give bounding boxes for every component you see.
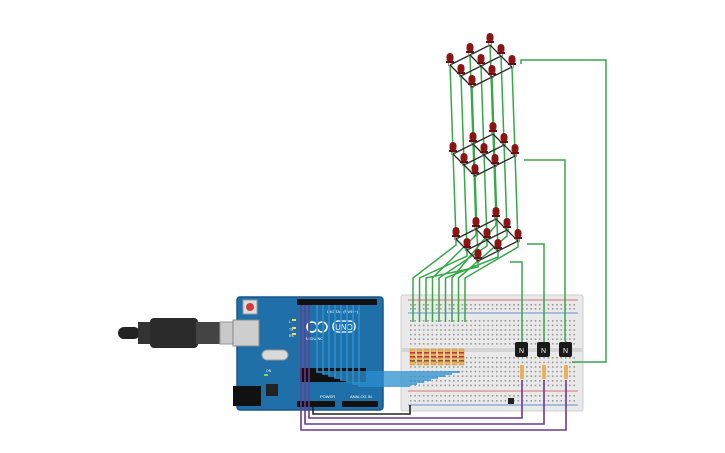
led-icon: [503, 218, 511, 231]
reset-button[interactable]: [246, 303, 254, 311]
transistor-1-label: N: [519, 348, 524, 355]
led-icon: [486, 33, 494, 46]
base-resistor-1: [520, 365, 524, 379]
led-icon: [446, 53, 454, 66]
led-icon: [449, 142, 457, 155]
led-icon: [452, 227, 460, 240]
led-icon: [472, 217, 480, 230]
led-icon: [483, 228, 491, 241]
resistor-icon: [430, 348, 437, 366]
led-icon: [511, 144, 519, 157]
led-icon: [492, 207, 500, 220]
digital-header-label: DIGITAL (PWM~): [327, 309, 359, 314]
power-header[interactable]: [297, 401, 335, 407]
arduino-uno-board[interactable]: UNO ARDUINO DIGITAL (PWM~) POWER ANALOG …: [232, 296, 384, 411]
led-icon: [489, 122, 497, 135]
led-icon: [488, 65, 496, 78]
led-icon: [497, 44, 505, 57]
led-icon: [468, 75, 476, 88]
board-logo-text: UNO: [335, 323, 353, 332]
ground-jumper: [508, 398, 514, 404]
analog-header[interactable]: [342, 401, 378, 407]
led-rx-indicator: [292, 333, 296, 335]
breadboard[interactable]: [400, 294, 584, 412]
led-icon: [514, 229, 522, 242]
led-tx-indicator: [292, 327, 296, 329]
resistor-array: [409, 348, 465, 366]
label-l: L: [289, 320, 291, 324]
label-on: ON: [266, 369, 272, 373]
led-icon: [480, 143, 488, 156]
resistor-icon: [437, 348, 444, 366]
usb-plug-icon: [118, 318, 249, 348]
transistor-1[interactable]: N: [515, 342, 528, 357]
power-header-label: POWER: [320, 394, 335, 399]
purple-control-wires[interactable]: [300, 305, 567, 431]
base-resistor-3: [564, 365, 568, 379]
led-icon: [508, 55, 516, 68]
led-icon: [460, 153, 468, 166]
analog-header-label: ANALOG IN: [350, 394, 372, 399]
led-cube-wires[interactable]: [412, 44, 519, 322]
blue-signal-wires[interactable]: [316, 305, 460, 387]
led-icon: [500, 133, 508, 146]
transistor-2[interactable]: N: [537, 342, 550, 357]
base-resistor-2: [542, 365, 546, 379]
board-brand-text: ARDUINO: [305, 336, 323, 341]
led-icon: [466, 43, 474, 56]
layer-wires[interactable]: [510, 59, 607, 363]
transistor-2-label: N: [541, 348, 546, 355]
led-l-indicator: [292, 319, 296, 321]
led-icon: [469, 132, 477, 145]
resistor-icon: [451, 348, 458, 366]
led-icon: [474, 249, 482, 262]
led-icon: [463, 238, 471, 251]
resistor-icon: [416, 348, 423, 366]
resistor-icon: [423, 348, 430, 366]
transistor-3[interactable]: N: [559, 342, 572, 357]
ground-wire[interactable]: [312, 405, 411, 415]
resistor-icon: [409, 348, 416, 366]
led-icon: [471, 164, 479, 177]
label-tx: TX: [289, 328, 294, 332]
transistor-3-label: N: [563, 348, 568, 355]
led-icon: [477, 54, 485, 67]
resistor-icon: [458, 348, 465, 366]
led-icon: [494, 239, 502, 252]
led-icon: [457, 64, 465, 77]
led-on-indicator: [264, 374, 268, 376]
led-cube: [446, 33, 522, 262]
label-rx: RX: [289, 334, 295, 338]
breadboard-holes[interactable]: [410, 304, 575, 402]
digital-header[interactable]: [297, 299, 377, 305]
led-icon: [491, 154, 499, 167]
resistor-icon: [444, 348, 451, 366]
